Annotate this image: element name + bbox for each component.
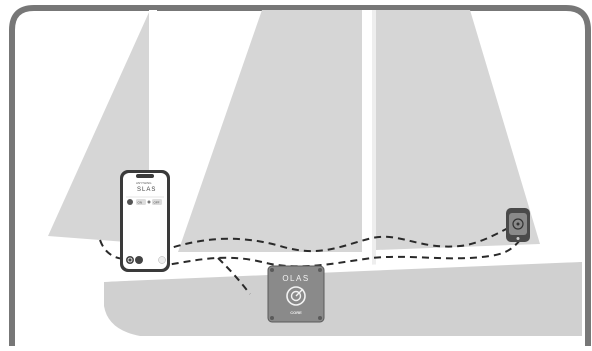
svg-text:ON: ON (138, 201, 143, 205)
main-sail (178, 10, 364, 252)
rear-sensor-device (506, 208, 530, 242)
mast-main (362, 10, 372, 268)
phone-secondary-icon[interactable] (135, 256, 143, 264)
phone-app-name: SLAS (137, 187, 156, 193)
power-icon[interactable] (126, 256, 134, 264)
phone-notch (136, 174, 154, 178)
smartphone: ANYTHING SLAS ON OFF (120, 170, 170, 272)
mast-rear (372, 10, 376, 268)
phone-header-small: ANYTHING (136, 181, 152, 185)
core-device: OLAS CORE (268, 266, 324, 322)
phone-menu-icon[interactable] (159, 257, 166, 264)
svg-text:OFF: OFF (154, 201, 160, 205)
core-brand: OLAS (282, 274, 309, 283)
core-model: CORE (290, 310, 302, 315)
phone-toggle-icon[interactable] (127, 199, 133, 205)
